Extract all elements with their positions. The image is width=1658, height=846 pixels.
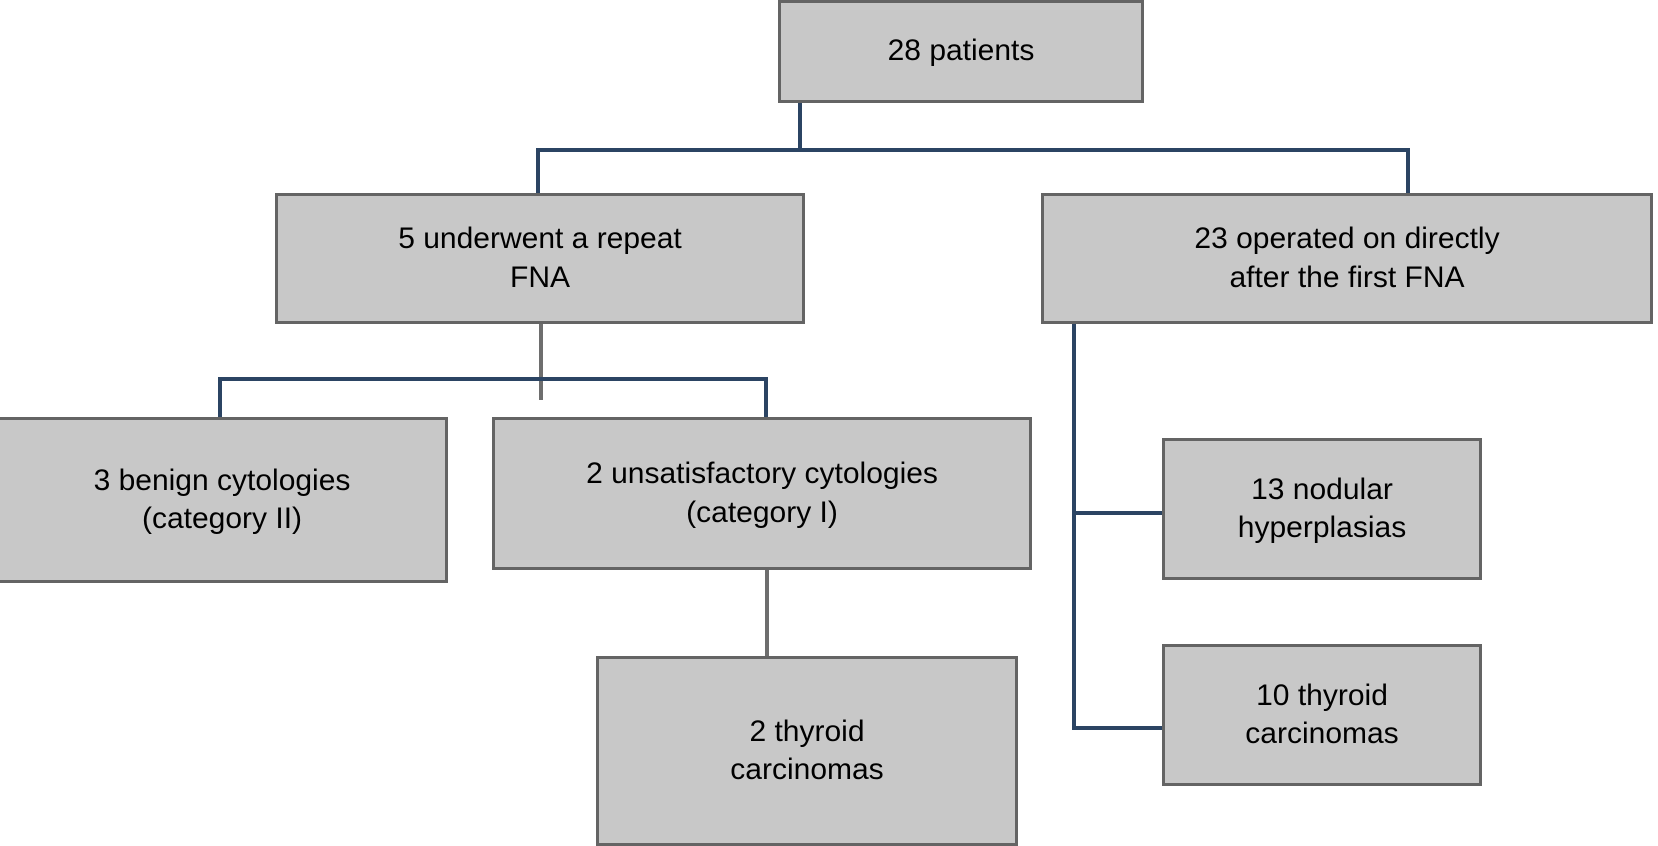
node-label: 5 underwent a repeat FNA	[398, 222, 682, 294]
node-2-thyroid-carcinomas[interactable]: 2 thyroid carcinomas	[596, 656, 1018, 846]
connector-repeat-to-benign	[218, 377, 222, 419]
node-label: 13 nodular hyperplasias	[1237, 472, 1407, 544]
node-label: 2 unsatisfactory cytologies (category I)	[586, 457, 938, 529]
node-13-nodular-hyperplasias[interactable]: 13 nodular hyperplasias	[1162, 438, 1482, 580]
node-2-unsatisfactory-cytologies[interactable]: 2 unsatisfactory cytologies (category I)	[492, 417, 1032, 570]
connector-root-to-repeat	[536, 148, 540, 193]
node-3-benign-cytologies[interactable]: 3 benign cytologies (category II)	[0, 417, 448, 583]
connector-repeat-stem	[539, 324, 543, 400]
node-label: 10 thyroid carcinomas	[1245, 678, 1399, 750]
connector-root-to-direct	[1406, 148, 1410, 193]
node-5-repeat-fna[interactable]: 5 underwent a repeat FNA	[275, 193, 805, 324]
node-label: 23 operated on directly after the first …	[1194, 222, 1500, 294]
connector-direct-to-nodular	[1072, 511, 1164, 515]
connector-unsat-to-ca2	[765, 570, 769, 658]
node-label: 28 patients	[887, 34, 1035, 68]
node-28-patients[interactable]: 28 patients	[778, 0, 1144, 103]
node-10-thyroid-carcinomas[interactable]: 10 thyroid carcinomas	[1162, 644, 1482, 786]
node-label: 2 thyroid carcinomas	[730, 714, 884, 786]
connector-repeat-to-unsat	[764, 377, 768, 419]
connector-root-bus	[536, 148, 1410, 152]
connector-direct-to-ca10	[1072, 726, 1164, 730]
node-label: 3 benign cytologies (category II)	[93, 463, 351, 535]
node-23-operated-directly[interactable]: 23 operated on directly after the first …	[1041, 193, 1653, 324]
connector-direct-trunk	[1072, 322, 1076, 730]
connector-root-stem	[798, 100, 802, 152]
connector-repeat-bus	[218, 377, 768, 381]
